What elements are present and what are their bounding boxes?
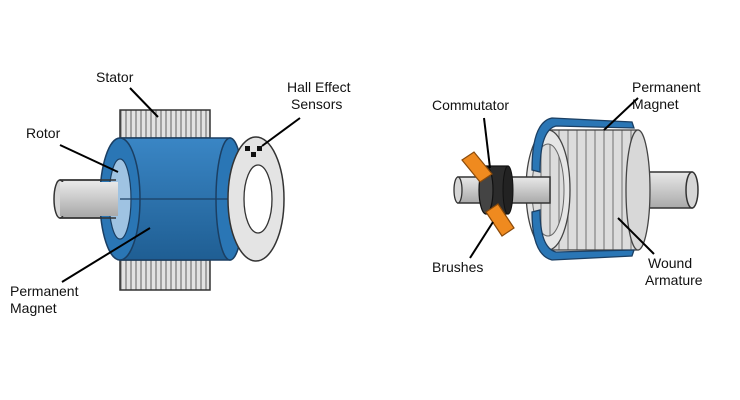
bldc-motor: Stator Rotor Hall Effect Sensors Permane… <box>10 69 354 316</box>
label-brushes: Brushes <box>432 259 483 275</box>
leader-rotor <box>59 144 119 173</box>
hall-sensor-chip <box>251 152 256 157</box>
brush-top <box>461 151 493 183</box>
label-commutator: Commutator <box>432 97 509 113</box>
hall-sensor-chip <box>257 146 262 151</box>
hall-sensor-chip <box>245 146 250 151</box>
label-brushed-permanent-magnet: Permanent Magnet <box>632 79 704 112</box>
magnet-shell-bottom <box>531 209 635 261</box>
leader-commutator <box>483 117 491 169</box>
magnet-shell-top <box>531 117 635 173</box>
stator-coil-top <box>119 109 211 139</box>
stator-coil-bottom <box>119 259 211 291</box>
leader-bldc-permanent-magnet <box>61 227 151 283</box>
label-hall-effect: Hall Effect Sensors <box>287 79 354 112</box>
label-bldc-permanent-magnet: Permanent Magnet <box>10 283 82 316</box>
leader-hall-effect <box>261 117 301 147</box>
rotor-magnet-cylinder <box>60 137 245 261</box>
label-stator: Stator <box>96 69 134 85</box>
leader-brushed-permanent-magnet <box>603 97 639 131</box>
leader-brushes <box>469 221 494 259</box>
leader-stator <box>129 87 159 118</box>
label-wound-armature: Wound Armature <box>645 255 703 288</box>
hall-sensor-ring <box>227 136 285 262</box>
brush-bottom <box>485 203 515 237</box>
leader-wound-armature <box>617 217 655 255</box>
brushed-motor: Commutator Permanent Magnet Brushes Woun… <box>432 79 704 288</box>
label-rotor: Rotor <box>26 125 61 141</box>
